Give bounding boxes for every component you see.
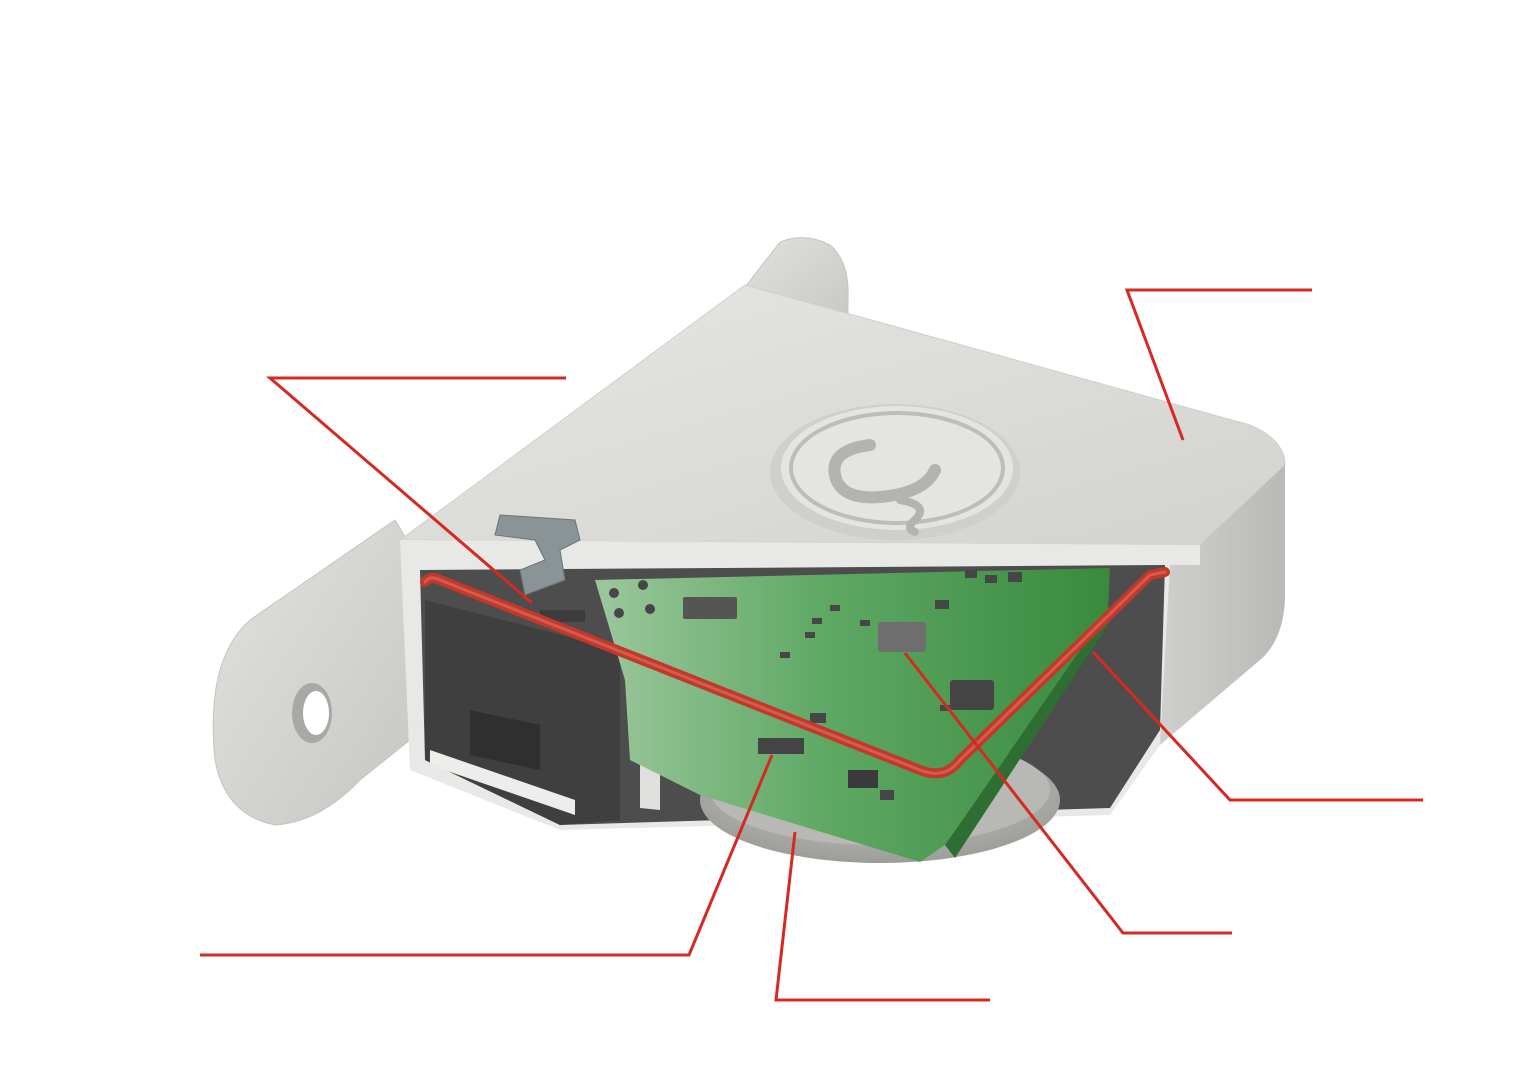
connector bbox=[758, 738, 804, 754]
callout-leaders bbox=[200, 288, 1423, 1002]
transistor bbox=[950, 680, 994, 710]
leader-line-top-right bbox=[1124, 288, 1312, 441]
cedilla-c-logo-icon bbox=[770, 404, 1020, 540]
leader-line-right bbox=[1091, 650, 1423, 802]
switch-component bbox=[683, 597, 737, 619]
leader-line-top-left bbox=[265, 376, 566, 605]
leader-line-bottom-left bbox=[200, 754, 774, 957]
housing-side bbox=[1160, 465, 1285, 745]
front-mounting-tab bbox=[212, 519, 411, 826]
pcb-board bbox=[595, 568, 1110, 862]
leader-line-bottom-center bbox=[774, 831, 990, 1002]
main-chip bbox=[878, 622, 926, 652]
spring-contact bbox=[494, 514, 581, 596]
leader-line-bottom-right bbox=[903, 652, 1232, 935]
